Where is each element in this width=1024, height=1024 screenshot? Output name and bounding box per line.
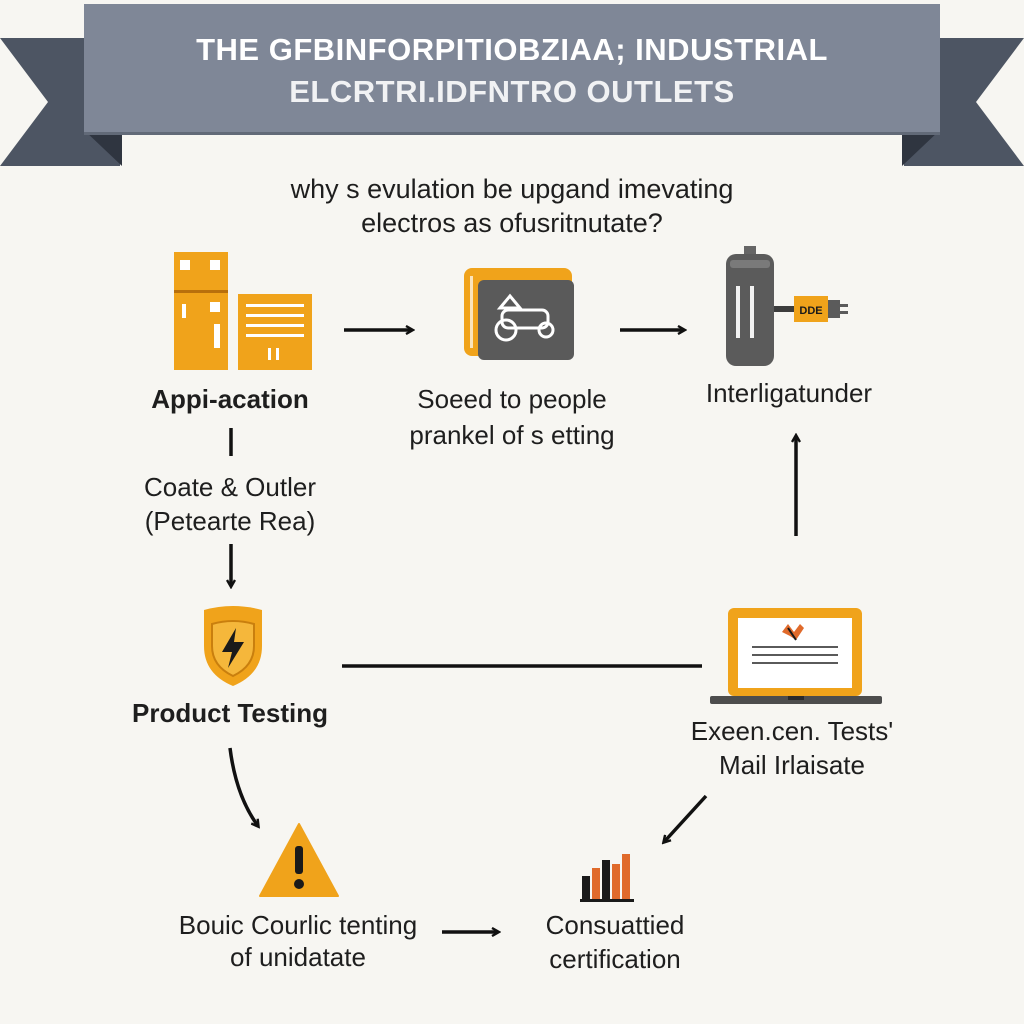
coate-label-line-2: (Petearte Rea) <box>144 506 316 536</box>
application-label: Appi-acation <box>151 384 309 414</box>
speed-label-line-1: Soeed to people <box>417 384 607 414</box>
coate-label-line-1: Coate & Outler <box>144 472 316 502</box>
device-icon <box>464 268 574 360</box>
subtitle-line-1: why s evulation be upgand imevating <box>290 174 734 204</box>
laptop-icon <box>710 608 882 704</box>
arrow-exeen-to-consuattied <box>664 794 708 842</box>
lightning-shield-icon <box>204 606 262 686</box>
title-line-1: THE GFBINFORPITIOBZIAA; INDUSTRIAL <box>196 32 828 67</box>
consuattied-label-line-1: Consuattied <box>545 910 685 940</box>
bar-chart-icon <box>580 854 634 902</box>
interligat-label: Interligatunder <box>705 378 873 408</box>
consuattied-label-line-2: certification <box>549 944 681 974</box>
bouic-label-line-1: Bouic Courlic tenting <box>178 910 418 940</box>
speed-label-line-2: prankel of s etting <box>409 420 615 450</box>
subtitle-line-2: electros as ofusritnutate? <box>361 208 663 238</box>
exeen-label-line-1: Exeen.cen. Tests' <box>690 716 894 746</box>
arrow-product-testing-to-bouic <box>228 747 258 826</box>
warning-icon <box>259 823 339 897</box>
cabinet-icon <box>174 252 228 370</box>
exeen-label-line-2: Mail Irlaisate <box>719 750 865 780</box>
title-line-2: ELCRTRI.IDFNTRO OUTLETS <box>289 74 735 109</box>
product-testing-label: Product Testing <box>132 698 328 728</box>
panel-icon <box>238 294 312 370</box>
bouic-label-line-2: of unidatate <box>230 942 366 972</box>
title-banner: THE GFBINFORPITIOBZIAA; INDUSTRIAL ELCRT… <box>84 4 940 132</box>
plug-label: DDE <box>799 305 822 317</box>
plug-cylinder-icon: DDE <box>726 246 848 366</box>
